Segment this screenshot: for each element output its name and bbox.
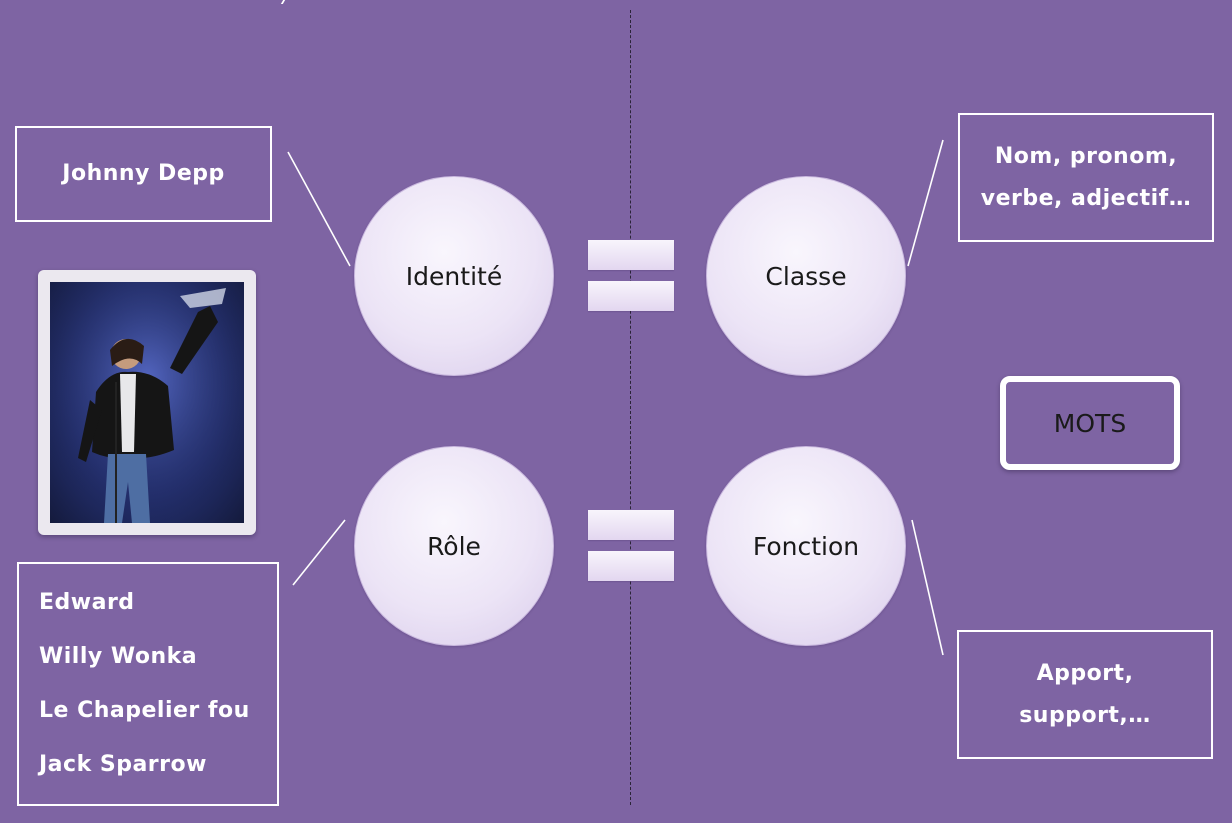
equals-bottom-bar-1 xyxy=(588,510,674,540)
role-example-item: Le Chapelier fou xyxy=(39,698,250,723)
identity-example-text: Johnny Depp xyxy=(62,161,225,187)
circle-role: Rôle xyxy=(354,446,554,646)
class-example-line-1: Nom, pronom, xyxy=(994,143,1178,169)
mots-label: MOTS xyxy=(1053,408,1127,438)
function-example-line-2: support,… xyxy=(1019,702,1151,728)
circle-function: Fonction xyxy=(706,446,906,646)
connector-role xyxy=(292,519,346,586)
circle-function-label: Fonction xyxy=(752,531,860,561)
role-example-item: Willy Wonka xyxy=(39,644,198,669)
circle-identity-label: Identité xyxy=(405,261,503,291)
decorative-tick xyxy=(280,0,292,4)
circle-class-label: Classe xyxy=(765,261,847,291)
class-example-line-2: verbe, adjectif… xyxy=(980,185,1192,211)
connector-function xyxy=(911,519,944,656)
actor-photo-icon xyxy=(50,282,244,523)
circle-class: Classe xyxy=(706,176,906,376)
function-example-line-1: Apport, xyxy=(1036,660,1134,686)
role-example-item: Jack Sparrow xyxy=(39,752,207,777)
circle-identity: Identité xyxy=(354,176,554,376)
mots-label-box: MOTS xyxy=(1000,376,1180,470)
connector-identity xyxy=(287,151,351,267)
equals-top-bar-1 xyxy=(588,240,674,270)
role-example-item: Edward xyxy=(39,590,135,615)
circle-role-label: Rôle xyxy=(427,531,481,561)
equals-bottom-bar-2 xyxy=(588,551,674,581)
actor-silhouette-icon xyxy=(50,282,244,523)
center-dashed-divider xyxy=(630,10,631,805)
role-examples-box: Edward Willy Wonka Le Chapelier fou Jack… xyxy=(17,562,279,806)
identity-example-box: Johnny Depp xyxy=(15,126,272,222)
class-example-box: Nom, pronom, verbe, adjectif… xyxy=(958,113,1214,242)
function-example-box: Apport, support,… xyxy=(957,630,1213,759)
equals-top-bar-2 xyxy=(588,281,674,311)
actor-photo-frame xyxy=(38,270,256,535)
connector-class xyxy=(907,139,944,267)
